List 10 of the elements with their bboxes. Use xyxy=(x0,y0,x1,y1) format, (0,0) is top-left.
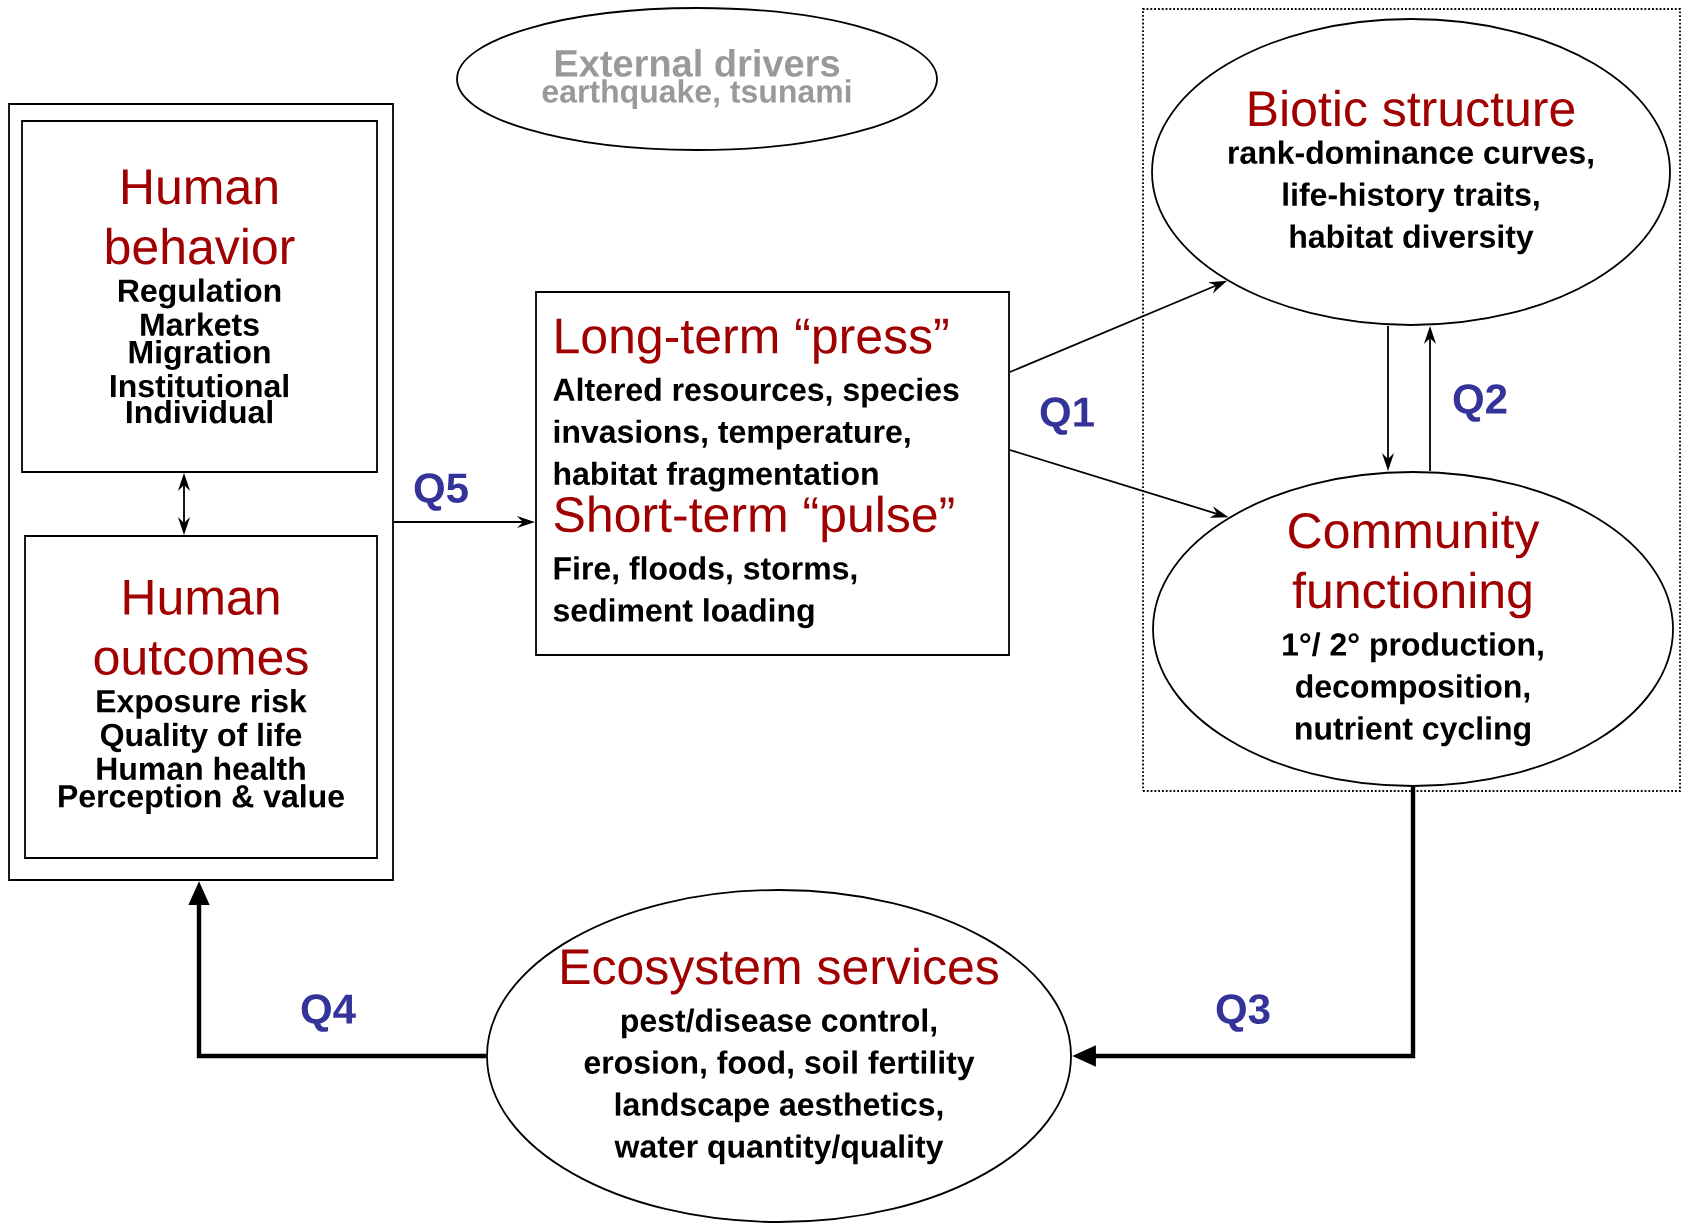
edge-label: Q1 xyxy=(1037,395,1098,437)
edge-label: Q4 xyxy=(298,992,358,1034)
edge-label: Q5 xyxy=(411,471,471,513)
edge-label: Q2 xyxy=(1450,382,1511,424)
group-box xyxy=(1142,8,1681,792)
text-box: Human outcomes Exposure risk Quality of life Human health Perception & value xyxy=(24,535,378,859)
text-box: Long-term “press” Altered resources, species invasions, temperature, habitat fragmentation Short-term “pulse” Fire, floods, storms, sediment loading xyxy=(535,291,1010,656)
edge-label: Q3 xyxy=(1213,992,1274,1034)
group-box xyxy=(8,103,394,881)
text-box: Human behavior Regulation Markets Migration Institutional Individual xyxy=(21,120,378,473)
